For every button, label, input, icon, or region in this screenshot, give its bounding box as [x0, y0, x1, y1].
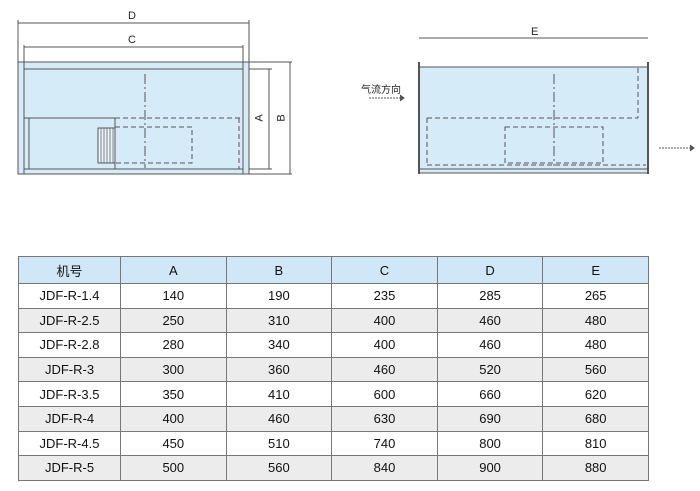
value-cell: 740 [331, 430, 438, 457]
side-view-drawing [369, 37, 695, 174]
value-cell: 400 [331, 332, 438, 358]
value-cell: 460 [436, 332, 544, 358]
value-cell: 340 [225, 332, 333, 358]
value-cell: 410 [225, 381, 333, 407]
value-cell: 560 [542, 356, 649, 383]
value-cell: 660 [436, 381, 544, 407]
model-cell: JDF-R-3.5 [18, 381, 121, 407]
value-cell: 880 [542, 455, 649, 481]
value-cell: 620 [542, 381, 649, 407]
value-cell: 680 [542, 405, 649, 432]
dimension-label-c: C [128, 34, 136, 46]
value-cell: 510 [225, 430, 333, 457]
value-cell: 400 [120, 405, 227, 432]
value-cell: 460 [225, 405, 333, 432]
value-cell: 280 [120, 332, 227, 358]
value-cell: 810 [542, 430, 649, 457]
value-cell: 190 [225, 283, 333, 309]
dimension-label-a: A [253, 114, 266, 122]
table-header-row: 机号 A B C D E [18, 256, 649, 284]
value-cell: 285 [436, 283, 544, 309]
value-cell: 500 [120, 455, 227, 481]
value-cell: 400 [331, 307, 438, 334]
value-cell: 460 [331, 356, 438, 383]
dimension-label-d: D [128, 10, 136, 22]
header-a: A [120, 256, 227, 284]
value-cell: 630 [331, 405, 438, 432]
value-cell: 300 [120, 356, 227, 383]
header-c: C [331, 256, 438, 284]
value-cell: 480 [542, 307, 649, 334]
value-cell: 460 [436, 307, 544, 334]
airflow-direction-label: 气流方向 [361, 85, 401, 96]
dimension-label-b: B [275, 114, 288, 122]
value-cell: 800 [436, 430, 544, 457]
model-cell: JDF-R-4 [18, 405, 121, 432]
value-cell: 690 [436, 405, 544, 432]
technical-drawings [17, 20, 695, 175]
dimension-label-e: E [531, 26, 539, 38]
model-cell: JDF-R-2.5 [18, 307, 121, 334]
model-cell: JDF-R-4.5 [18, 430, 121, 457]
value-cell: 450 [120, 430, 227, 457]
value-cell: 600 [331, 381, 438, 407]
value-cell: 900 [436, 455, 544, 481]
value-cell: 520 [436, 356, 544, 383]
header-b: B [225, 256, 333, 284]
model-cell: JDF-R-1.4 [18, 283, 121, 309]
value-cell: 310 [225, 307, 333, 334]
value-cell: 840 [331, 455, 438, 481]
value-cell: 360 [225, 356, 333, 383]
header-e: E [542, 256, 649, 284]
model-cell: JDF-R-3 [18, 356, 121, 383]
value-cell: 560 [225, 455, 333, 481]
model-cell: JDF-R-2.8 [18, 332, 121, 358]
value-cell: 265 [542, 283, 649, 309]
header-model: 机号 [18, 256, 121, 284]
value-cell: 140 [120, 283, 227, 309]
header-d: D [436, 256, 544, 284]
value-cell: 250 [120, 307, 227, 334]
value-cell: 480 [542, 332, 649, 358]
value-cell: 350 [120, 381, 227, 407]
front-view-drawing [17, 20, 292, 175]
value-cell: 235 [331, 283, 438, 309]
model-cell: JDF-R-5 [18, 455, 121, 481]
